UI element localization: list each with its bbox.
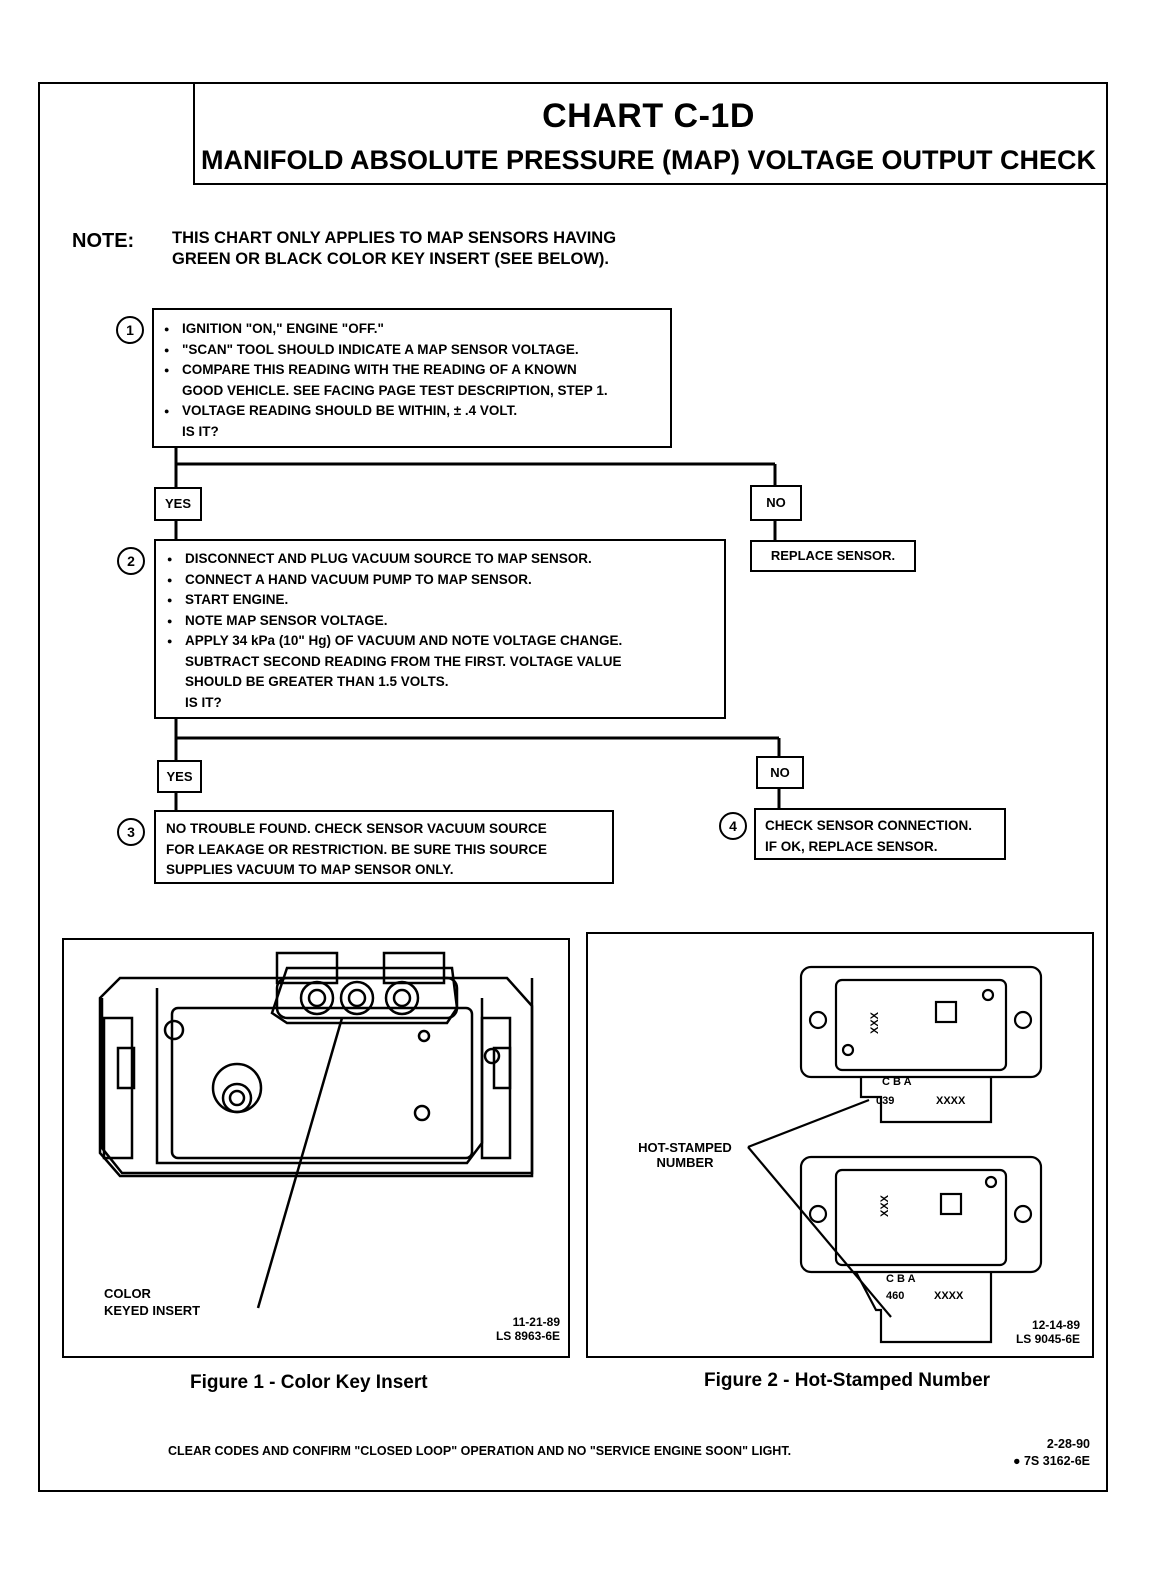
figure-2-code: 12-14-89 LS 9045-6E	[960, 1318, 1080, 1346]
figure-1-caption: Figure 1 - Color Key Insert	[190, 1372, 428, 1393]
step-1-bullet: IGNITION "ON," ENGINE "OFF."	[160, 319, 664, 340]
step-3-line: NO TROUBLE FOUND. CHECK SENSOR VACUUM SO…	[166, 821, 547, 836]
step-2-bullet: DISCONNECT AND PLUG VACUUM SOURCE TO MAP…	[163, 549, 717, 570]
pin-labels-bottom: C B A	[886, 1273, 916, 1285]
note-line-1: THIS CHART ONLY APPLIES TO MAP SENSORS H…	[172, 229, 617, 247]
figure-2-frame	[586, 932, 1094, 1358]
step-2-bullet: NOTE MAP SENSOR VOLTAGE.	[163, 611, 717, 632]
step-2-continuation: SUBTRACT SECOND READING FROM THE FIRST. …	[185, 653, 622, 669]
figure-2-ref: LS 9045-6E	[1015, 1332, 1080, 1346]
note-text: THIS CHART ONLY APPLIES TO MAP SENSORS H…	[172, 228, 732, 270]
figure-1-callout: COLOR KEYED INSERT	[104, 1285, 200, 1319]
footer-date: 2-28-90	[1046, 1437, 1090, 1451]
step-4-line: CHECK SENSOR CONNECTION.	[765, 818, 973, 833]
map-sensor-drawing	[98, 951, 534, 1309]
replace-sensor-box: REPLACE SENSOR.	[750, 540, 916, 572]
figure-2-callout: HOT-STAMPED NUMBER	[620, 1140, 750, 1170]
footer-code: 2-28-90 ● 7S 3162-6E	[980, 1436, 1090, 1470]
figure-1-date: 11-21-89	[512, 1315, 560, 1329]
step-2-bullet: APPLY 34 kPa (10" Hg) OF VACUUM AND NOTE…	[163, 631, 717, 652]
xxx-bottom: XXX	[879, 1194, 891, 1217]
no-label-2: NO	[756, 756, 804, 789]
title-box	[193, 83, 1106, 185]
callout-line: HOT-STAMPED	[638, 1140, 732, 1155]
step-3-number: 3	[117, 818, 145, 846]
step-2-bullet: START ENGINE.	[163, 590, 717, 611]
stamp-number-bottom: 460	[886, 1290, 904, 1302]
note-line-2: GREEN OR BLACK COLOR KEY INSERT (SEE BEL…	[172, 250, 609, 268]
step-2-continuation: SHOULD BE GREATER THAN 1.5 VOLTS.	[185, 674, 449, 689]
footer-instruction: CLEAR CODES AND CONFIRM "CLOSED LOOP" OP…	[168, 1444, 792, 1458]
step-1-number: 1	[116, 316, 144, 344]
step-2-bullet: CONNECT A HAND VACUUM PUMP TO MAP SENSOR…	[163, 570, 717, 591]
map-sensor-backside-drawing: C B A 039 XXXX C B A 460 XXXX XXX XXX	[747, 965, 1043, 1344]
note-label: NOTE:	[72, 230, 135, 252]
page-frame	[38, 82, 1108, 1492]
callout-line: KEYED INSERT	[104, 1303, 201, 1318]
step-2-box: DISCONNECT AND PLUG VACUUM SOURCE TO MAP…	[154, 539, 726, 719]
xxxx-bottom: XXXX	[934, 1290, 964, 1302]
stamp-number-top: 039	[876, 1095, 894, 1107]
step-4-line: IF OK, REPLACE SENSOR.	[765, 838, 938, 854]
step-3-line: SUPPLIES VACUUM TO MAP SENSOR ONLY.	[166, 862, 454, 877]
step-1-bullet: "SCAN" TOOL SHOULD INDICATE A MAP SENSOR…	[160, 340, 664, 361]
step-1-box: IGNITION "ON," ENGINE "OFF." "SCAN" TOOL…	[152, 308, 672, 448]
figure-1-ref: LS 8963-6E	[495, 1329, 560, 1343]
step-4-box: CHECK SENSOR CONNECTION. IF OK, REPLACE …	[754, 808, 1006, 860]
callout-line: COLOR	[104, 1286, 151, 1301]
step-1-bullet: VOLTAGE READING SHOULD BE WITHIN, ± .4 V…	[160, 401, 664, 422]
pin-labels-top: C B A	[882, 1076, 912, 1088]
footer-ref: ● 7S 3162-6E	[1012, 1454, 1090, 1468]
figure-1-frame	[62, 938, 570, 1358]
xxxx-top: XXXX	[936, 1095, 966, 1107]
step-1-bullet: COMPARE THIS READING WITH THE READING OF…	[160, 360, 664, 381]
figure-2-caption: Figure 2 - Hot-Stamped Number	[704, 1370, 991, 1391]
xxx-top: XXX	[869, 1011, 881, 1034]
figure-1-code: 11-21-89 LS 8963-6E	[440, 1315, 560, 1343]
step-2-number: 2	[117, 547, 145, 575]
callout-line: NUMBER	[656, 1155, 714, 1170]
step-3-box: NO TROUBLE FOUND. CHECK SENSOR VACUUM SO…	[154, 810, 614, 884]
step-1-continuation: GOOD VEHICLE. SEE FACING PAGE TEST DESCR…	[182, 382, 608, 398]
yes-label-2: YES	[157, 760, 202, 793]
yes-label-1: YES	[154, 487, 202, 521]
step-3-line: FOR LEAKAGE OR RESTRICTION. BE SURE THIS…	[166, 841, 548, 857]
step-1-question: IS IT?	[182, 423, 219, 439]
chart-title: CHART C-1D	[542, 97, 755, 135]
chart-subtitle: MANIFOLD ABSOLUTE PRESSURE (MAP) VOLTAGE…	[201, 145, 1096, 175]
step-2-question: IS IT?	[185, 694, 222, 710]
no-label-1: NO	[750, 485, 802, 521]
figure-2-date: 12-14-89	[1031, 1318, 1080, 1332]
step-4-number: 4	[719, 812, 747, 840]
